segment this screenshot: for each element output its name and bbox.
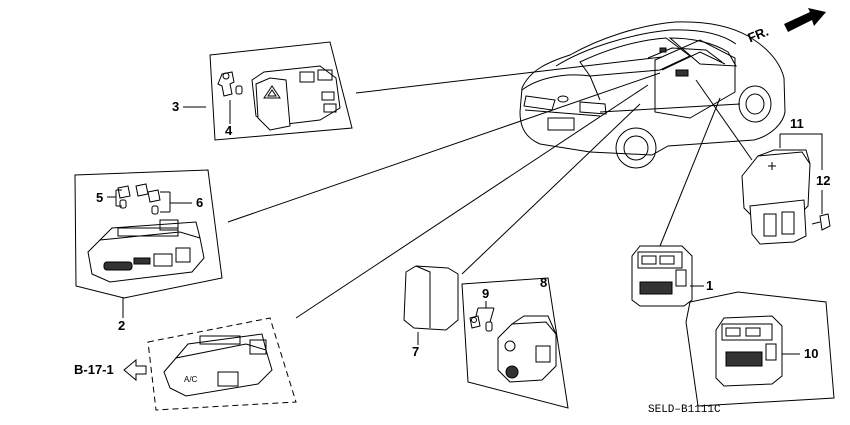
ac-switch-group: A/C B-17-1: [74, 84, 649, 411]
cover-part-7: 7: [403, 103, 641, 359]
front-arrow-icon: [784, 8, 826, 32]
callout-11: 11: [790, 116, 804, 131]
group-box-ac: [147, 317, 297, 411]
drawing-code: SELD–B1111C: [648, 404, 721, 416]
switch-part-10-group: 10: [685, 291, 835, 407]
switch-part-1: 1: [631, 97, 721, 307]
callout-10: 10: [804, 346, 818, 361]
group-box-8: [461, 277, 569, 409]
callout-12: 12: [816, 173, 830, 188]
hazard-switch-group: 3 4: [172, 41, 663, 141]
callout-8: 8: [540, 275, 547, 290]
group-box-3: [209, 41, 353, 141]
switch-part-11-group: 11 12: [695, 79, 831, 245]
callout-1: 1: [706, 278, 713, 293]
dimmer-switch-group: 9 8: [461, 275, 569, 409]
group-box-10: [685, 291, 835, 407]
callout-6: 6: [196, 195, 203, 210]
callout-2: 2: [118, 318, 125, 333]
callout-9: 9: [482, 286, 489, 301]
callout-4: 4: [225, 123, 233, 138]
direction-label: FR.: [746, 24, 771, 46]
car-illustration: [519, 21, 786, 169]
callout-7: 7: [412, 344, 419, 359]
reference-arrow-icon[interactable]: [123, 358, 147, 382]
callout-3: 3: [172, 99, 179, 114]
reference-label: B-17-1: [74, 362, 114, 377]
front-direction-indicator: FR.: [746, 8, 826, 45]
switch-panel-group: 5 6 2: [74, 72, 661, 333]
ac-switch-label: A/C: [184, 375, 198, 384]
callout-5: 5: [96, 190, 103, 205]
group-box-2: [74, 169, 223, 299]
